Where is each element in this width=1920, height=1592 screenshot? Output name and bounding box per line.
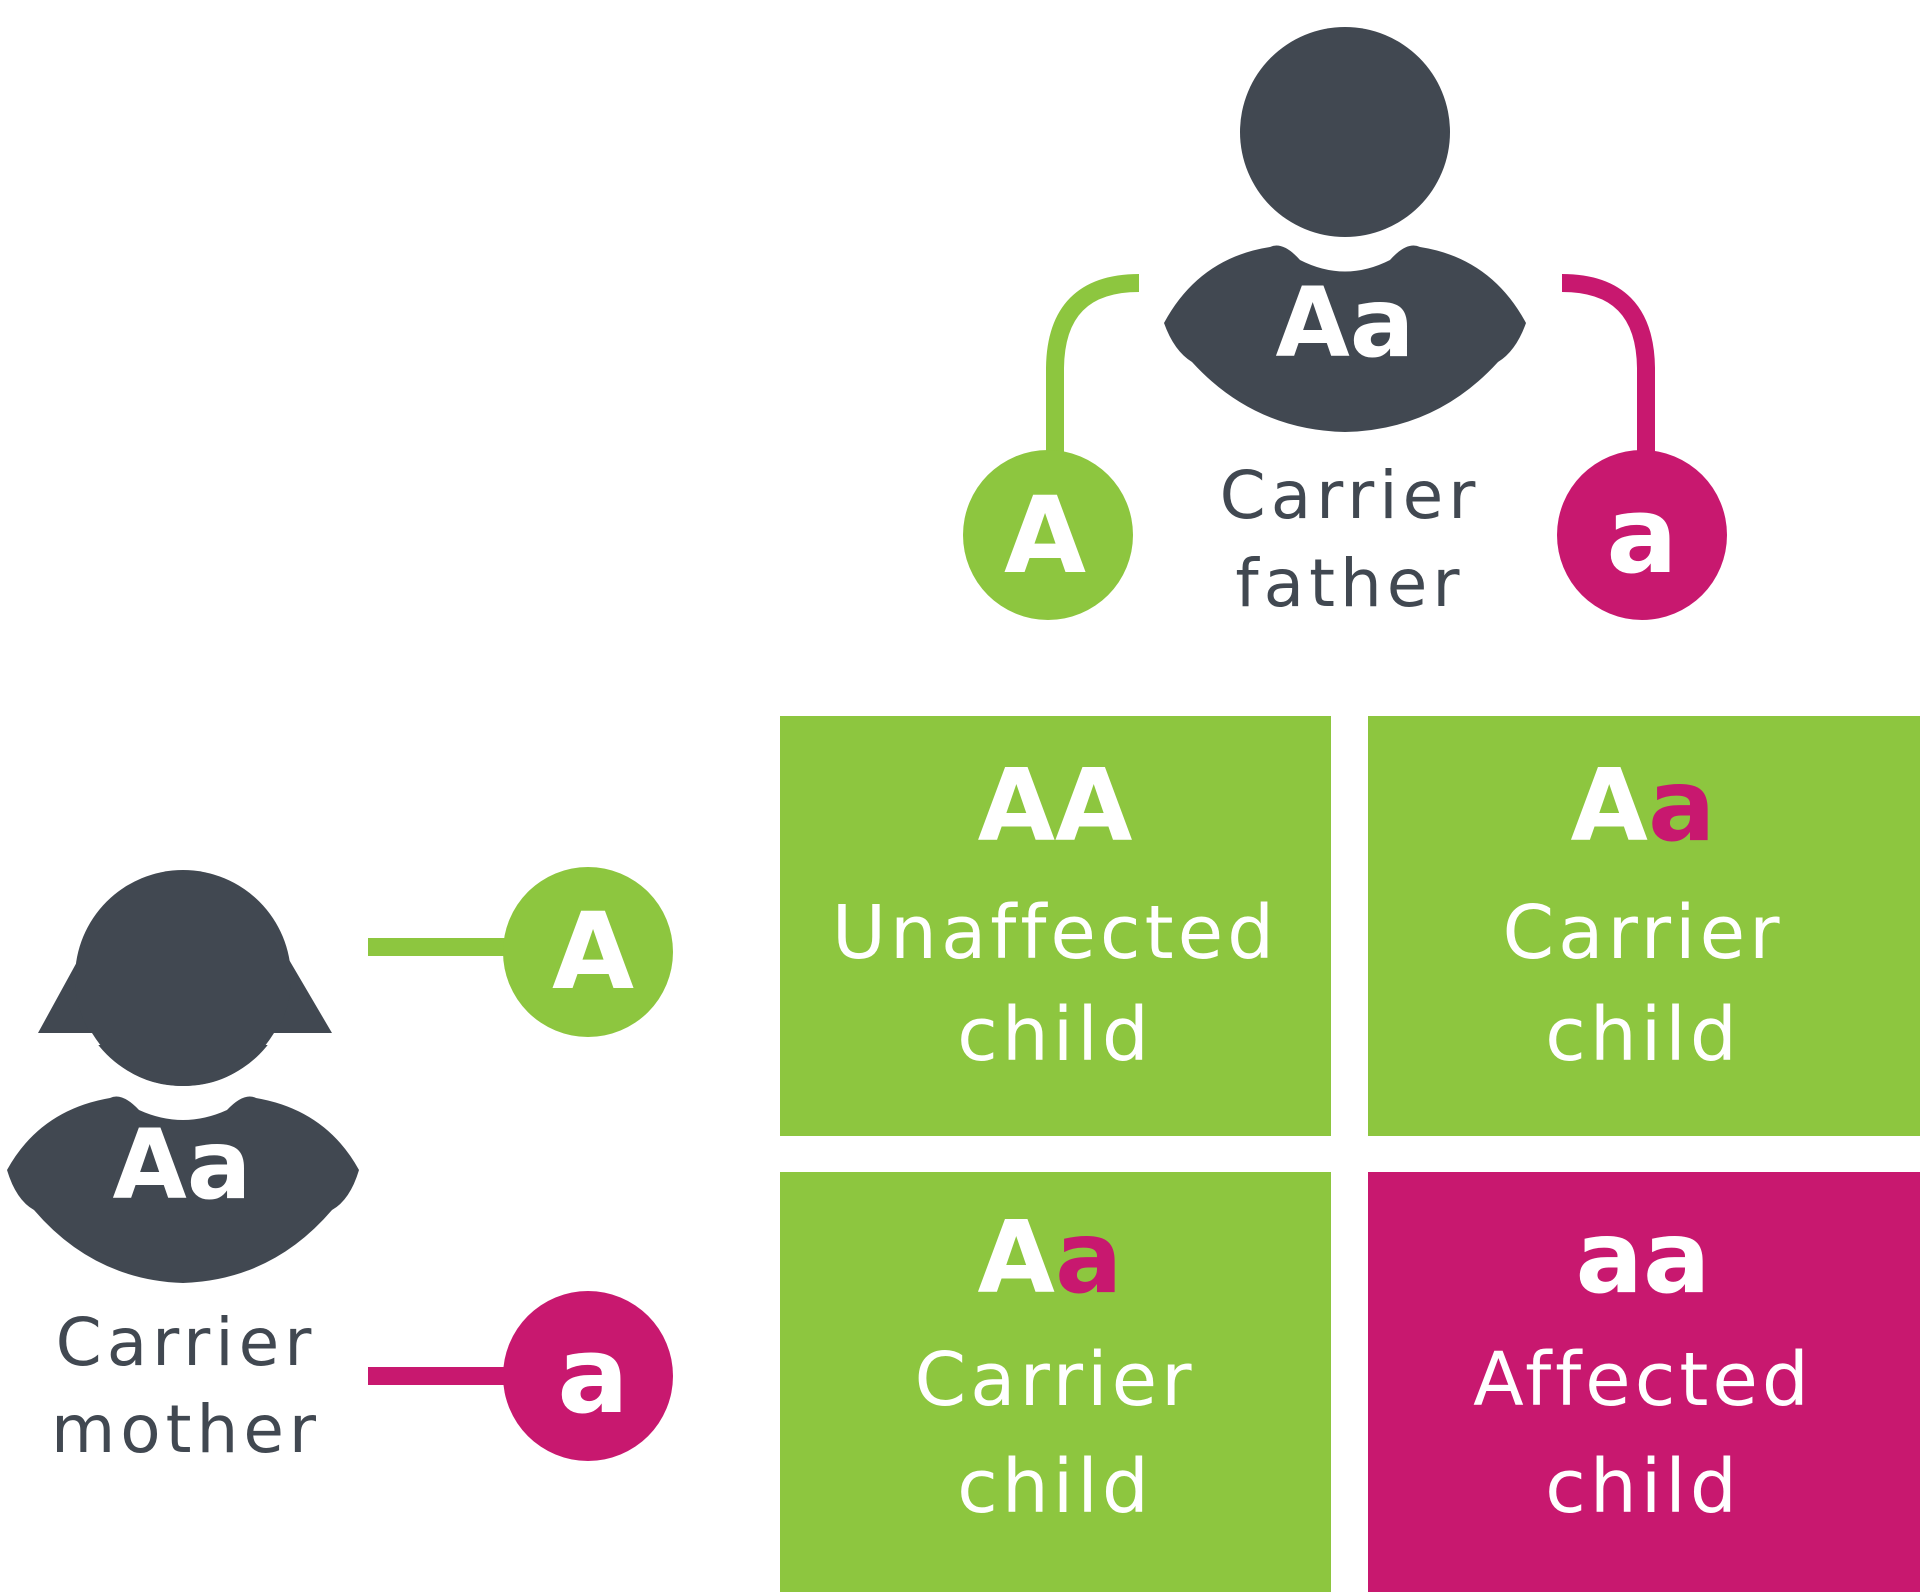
cell-bottom-right-genotype: aa <box>1576 1199 1711 1316</box>
father-head <box>1240 27 1450 237</box>
father-allele-right-text: a <box>1606 474 1678 597</box>
father-genotype: Aa <box>1275 267 1414 379</box>
cell-top-right-genotype: Aa <box>1571 747 1716 864</box>
mother-face <box>92 1033 274 1086</box>
cell-top-right-line1: Carrier <box>1502 890 1783 976</box>
mother-head <box>75 870 291 1086</box>
mother-genotype: Aa <box>112 1109 251 1221</box>
cell-top-right-bg <box>1368 716 1920 1136</box>
grid-cell-bottom-right: aa Affected child <box>1368 1172 1920 1592</box>
father-body <box>1164 245 1526 432</box>
mother-allele-a-upper: A <box>503 867 673 1037</box>
grid-cell-top-left: AA Unaffected child <box>780 716 1331 1136</box>
father-allele-circle-right <box>1557 450 1727 620</box>
father-allele-left-text: A <box>1004 474 1086 597</box>
mother-label-line1: Carrier <box>56 1304 317 1381</box>
father-label-line1: Carrier <box>1220 457 1481 534</box>
cell-bottom-left-bg <box>780 1172 1331 1592</box>
cell-top-left-line2: child <box>957 992 1153 1078</box>
cell-top-right-line2: child <box>1545 992 1741 1078</box>
mother-allele-bottom-text: a <box>557 1314 629 1437</box>
father-label-line2: father <box>1235 545 1464 622</box>
mother-allele-circle-top <box>503 867 673 1037</box>
father-left-connector <box>1046 274 1140 455</box>
cell-top-left-line1: Unaffected <box>832 890 1278 976</box>
father-allele-circle-left <box>963 450 1133 620</box>
mother-allele-circle-bottom <box>503 1291 673 1461</box>
grid-cell-top-right: Aa Carrier child <box>1368 716 1920 1136</box>
cell-bottom-left-line1: Carrier <box>914 1337 1195 1423</box>
father-right-connector <box>1561 274 1655 455</box>
mother-allele-a-lower: a <box>503 1291 673 1461</box>
cell-top-left-bg <box>780 716 1331 1136</box>
cell-top-left-genotype: AA <box>978 747 1133 864</box>
mother-label-line2: mother <box>51 1391 321 1468</box>
cell-bottom-right-line1: Affected <box>1473 1337 1813 1423</box>
cell-bottom-left-line2: child <box>957 1444 1153 1530</box>
mother-figure: Aa <box>7 870 359 1283</box>
grid-cell-bottom-left: Aa Carrier child <box>780 1172 1331 1592</box>
cell-bottom-right-bg <box>1368 1172 1920 1592</box>
father-allele-a-upper: A <box>963 450 1133 620</box>
father-figure: Aa <box>1164 27 1526 432</box>
cell-bottom-right-line2: child <box>1545 1444 1741 1530</box>
cell-bottom-left-genotype: Aa <box>978 1199 1123 1316</box>
mother-allele-top-text: A <box>552 890 634 1013</box>
mother-body <box>7 1096 359 1283</box>
father-allele-a-lower: a <box>1557 450 1727 620</box>
